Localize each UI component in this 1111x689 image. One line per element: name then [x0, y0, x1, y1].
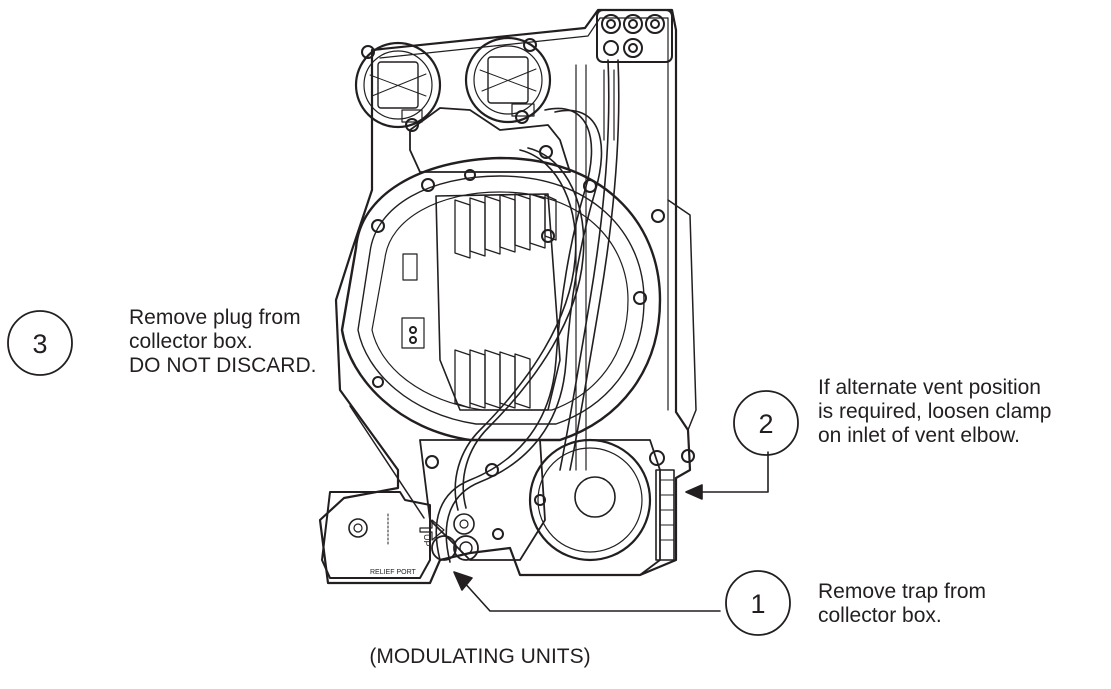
up-arrow-label: UP [422, 534, 432, 547]
pressure-switch-left [354, 41, 442, 132]
collector-box [419, 439, 546, 561]
callout-2-line-1: If alternate vent position [818, 376, 1041, 399]
callout-text-1: Remove trap from collector box. [818, 580, 986, 628]
callout-1-line-1: Remove trap from [818, 580, 987, 603]
vent-elbow [528, 209, 695, 576]
callout-3-line-2: collector box. [129, 330, 253, 353]
callout-1-line-2: collector box. [818, 604, 942, 627]
callout-number-2: 2 [758, 409, 773, 439]
callout-text-2: If alternate vent position is required, … [818, 376, 1051, 448]
trap-plate [321, 491, 445, 579]
pressure-switch-right [464, 36, 552, 124]
leader-line-2 [685, 451, 769, 500]
cooling-fins-upper [454, 193, 557, 259]
callout-2-line-3: on inlet of vent elbow. [818, 424, 1020, 447]
callout-circle-1 [725, 570, 791, 636]
callout-text-3: Remove plug from collector box. DO NOT D… [129, 306, 316, 378]
cooling-fins-lower [454, 349, 531, 409]
mounting-plate [318, 8, 697, 585]
callout-circle-3 [7, 310, 73, 376]
callout-number-1: 1 [750, 589, 765, 619]
leader-line-3 [349, 405, 425, 519]
condensate-trap [431, 513, 479, 561]
callout-2-line-2: is required, loosen clamp [818, 400, 1052, 423]
pressure-hoses [435, 59, 620, 563]
switch-bracket [409, 107, 571, 192]
motor-plate [401, 193, 561, 411]
callout-circle-2 [733, 390, 799, 456]
relief-port-label: RELIEF PORT [370, 569, 416, 576]
leader-line-1 [453, 571, 721, 612]
inducer-housing [340, 156, 662, 442]
wire-connector-block [596, 9, 673, 63]
callout-3-line-1: Remove plug from [129, 306, 301, 329]
figure-caption: (MODULATING UNITS) [369, 645, 591, 668]
callout-number-3: 3 [32, 329, 47, 359]
callout-3-line-3: DO NOT DISCARD. [129, 354, 317, 377]
